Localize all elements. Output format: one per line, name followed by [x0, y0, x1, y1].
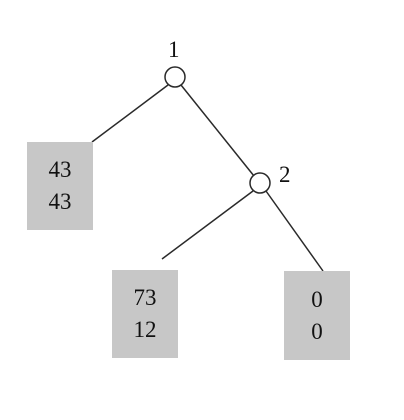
payoff-box-right: 0 0: [284, 271, 350, 360]
edge-node2-leaf-right: [265, 190, 324, 272]
payoff-right-player2: 0: [311, 318, 323, 344]
payoff-right-player1: 0: [311, 286, 323, 312]
payoff-box-middle: 73 12: [112, 270, 178, 358]
edge-node1-leaf-left: [91, 84, 169, 143]
payoff-left-player2: 43: [48, 189, 72, 214]
decision-node-1: [164, 66, 186, 88]
payoff-middle-player1: 73: [133, 285, 157, 310]
payoff-middle-player2: 12: [133, 317, 157, 342]
decision-node-2: [249, 172, 271, 194]
node-2-label: 2: [279, 162, 291, 187]
node-1-label: 1: [168, 37, 180, 62]
payoff-box-left: 43 43: [27, 142, 93, 230]
payoff-left-player1: 43: [48, 157, 72, 182]
edge-node1-node2: [180, 84, 255, 177]
edge-node2-leaf-middle: [161, 190, 254, 260]
